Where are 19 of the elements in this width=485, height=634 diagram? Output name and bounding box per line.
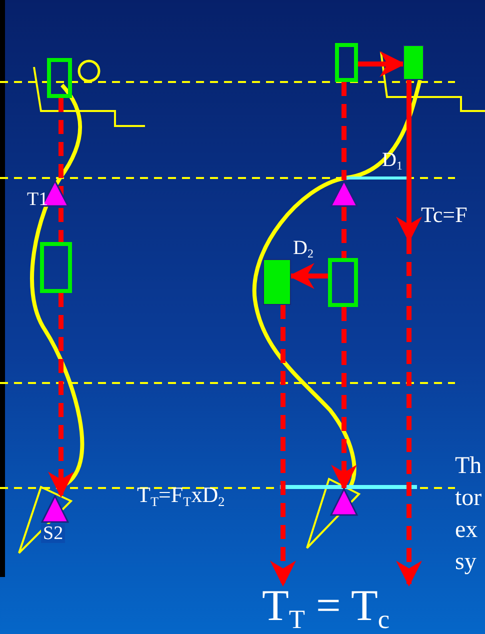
arrow [396,80,422,243]
marker-block [403,45,424,80]
marker-box [335,43,358,82]
pivot-label: T1 [27,190,48,209]
note-text: Th tor ex sy [455,452,483,577]
equation-text: T$_{T}$ = T$_{c}$ [262,584,390,634]
marker-box [328,258,358,307]
dimension-label: D$_{1}$ [382,150,402,172]
arrow [48,293,74,498]
equation-text: Tc=F [421,204,468,226]
dimension-label: D$_{2}$ [293,238,314,260]
marker-block [263,259,291,305]
pivot-label: S2 [41,524,66,543]
arrow [396,240,422,587]
arrow [270,305,296,587]
arrow [331,307,357,491]
marker-box [40,242,72,293]
marker-box [47,58,72,98]
equation-text: T$_{T}$=F$_{T}$xD$_{2}$ [137,484,225,508]
